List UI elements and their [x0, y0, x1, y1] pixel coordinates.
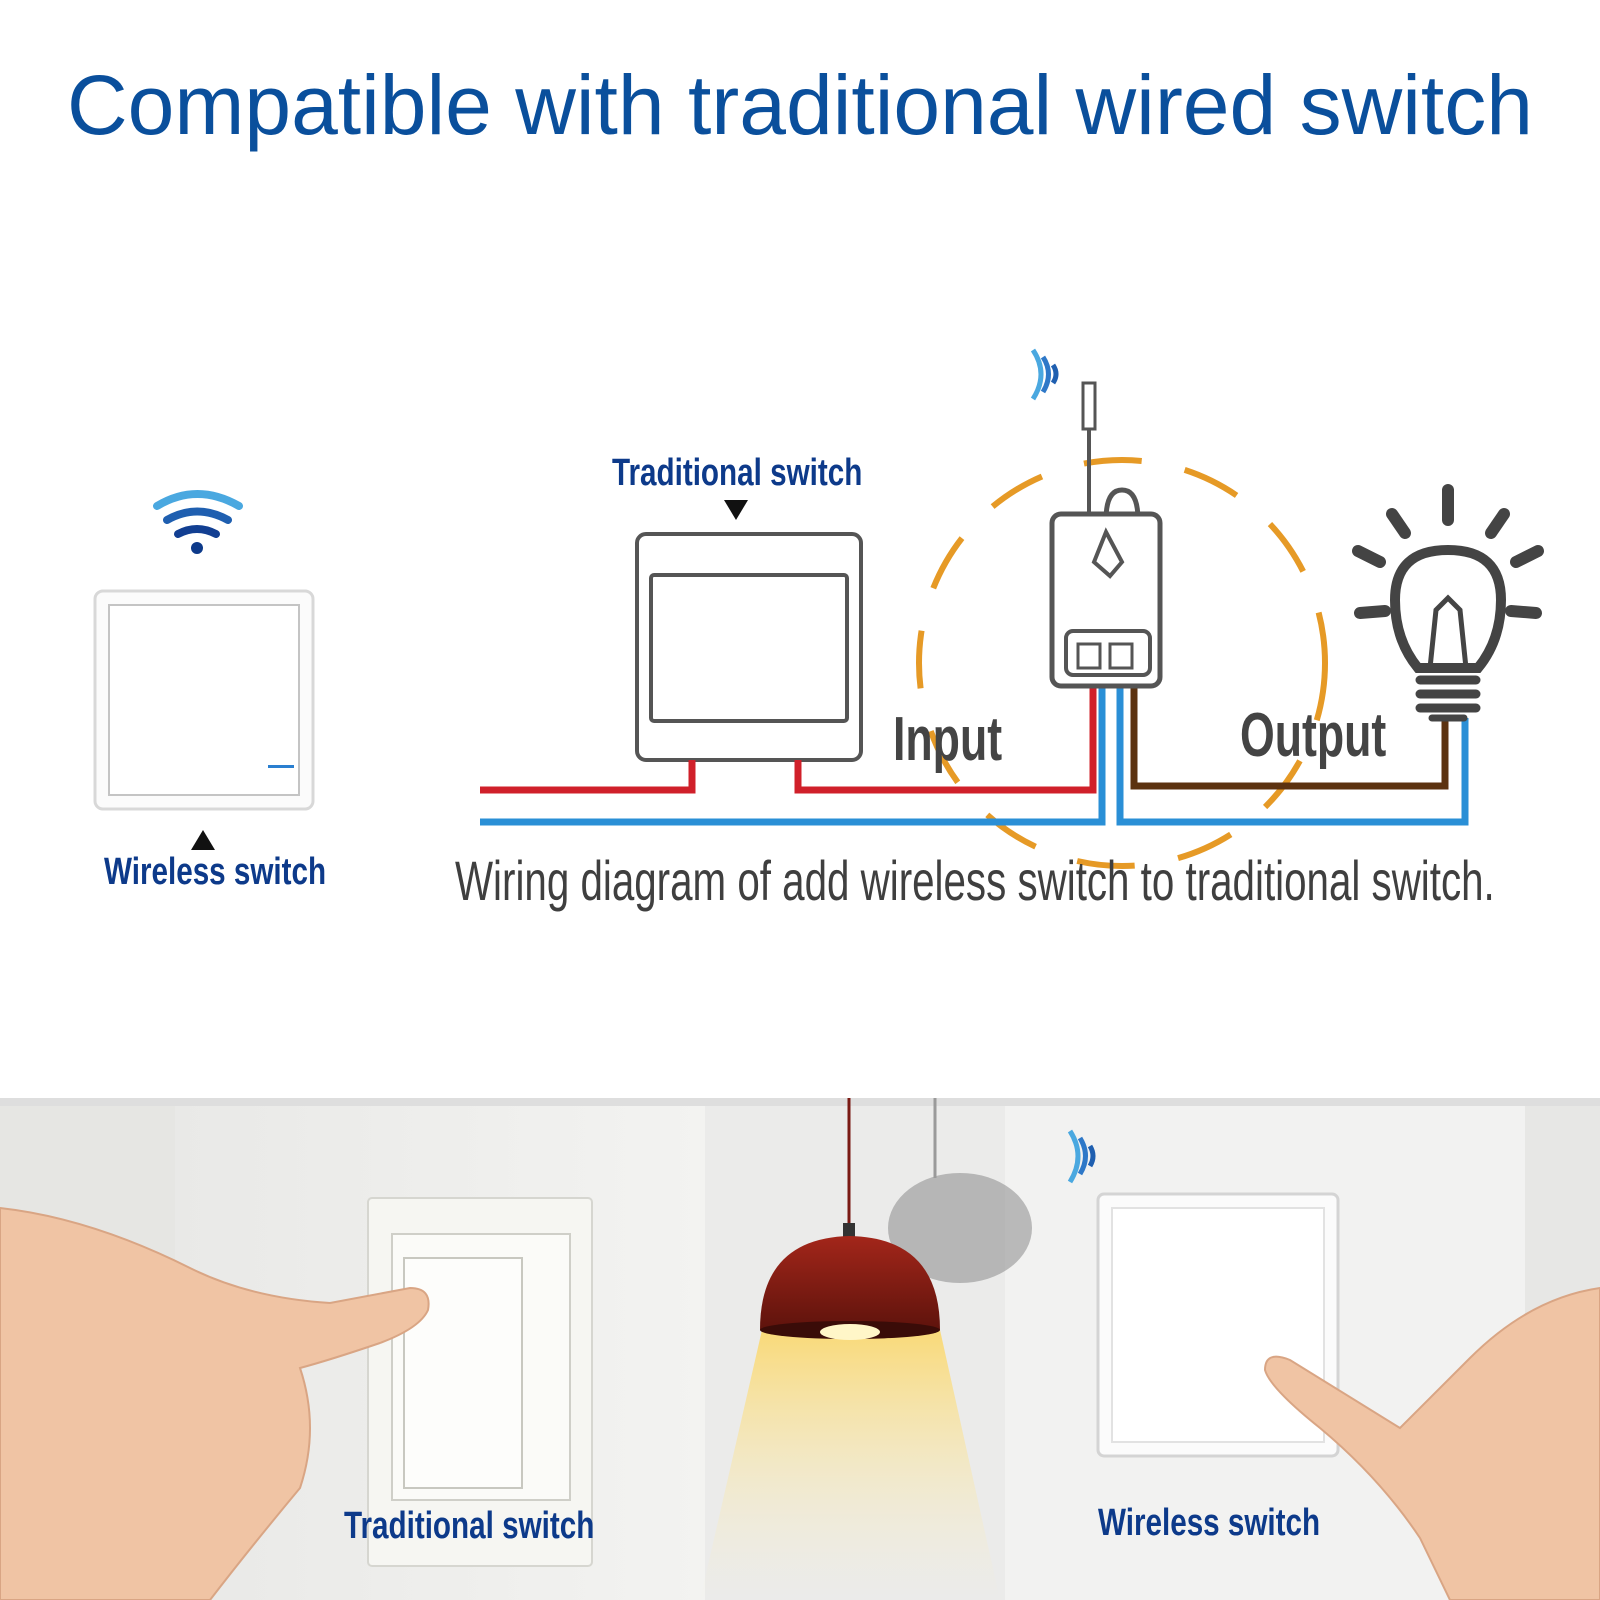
relay-module-icon: [1030, 348, 1163, 689]
photo-traditional-switch-label: Traditional switch: [344, 1505, 595, 1547]
wireless-switch-panel: [93, 589, 315, 811]
photo-traditional-switch: [367, 1197, 593, 1567]
wireless-switch-label: Wireless switch: [104, 851, 327, 893]
traditional-switch-label: Traditional switch: [612, 452, 863, 494]
wires: [480, 686, 1469, 826]
wireless-switch-wifi-icon: [153, 490, 243, 554]
right-hand: [1263, 1286, 1600, 1600]
page-title: Compatible with traditional wired switch: [67, 58, 1533, 152]
output-label: Output: [1240, 701, 1387, 770]
input-label: Input: [893, 705, 1003, 774]
left-hand: [0, 1206, 430, 1600]
photo-wireless-switch-label: Wireless switch: [1098, 1502, 1321, 1544]
dashed-highlight-circle: [916, 457, 1328, 869]
pendant-lamp: [700, 1098, 1000, 1600]
photo-wireless-switch: [1096, 1192, 1340, 1458]
down-arrow-icon: [724, 500, 748, 520]
usage-photo: [0, 1098, 1600, 1600]
diagram-caption: Wiring diagram of add wireless switch to…: [455, 849, 1495, 912]
up-arrow-icon: [191, 830, 215, 850]
wiring-diagram: [93, 348, 1544, 869]
light-bulb-icon: [1352, 484, 1544, 722]
traditional-switch-panel: [635, 532, 863, 762]
